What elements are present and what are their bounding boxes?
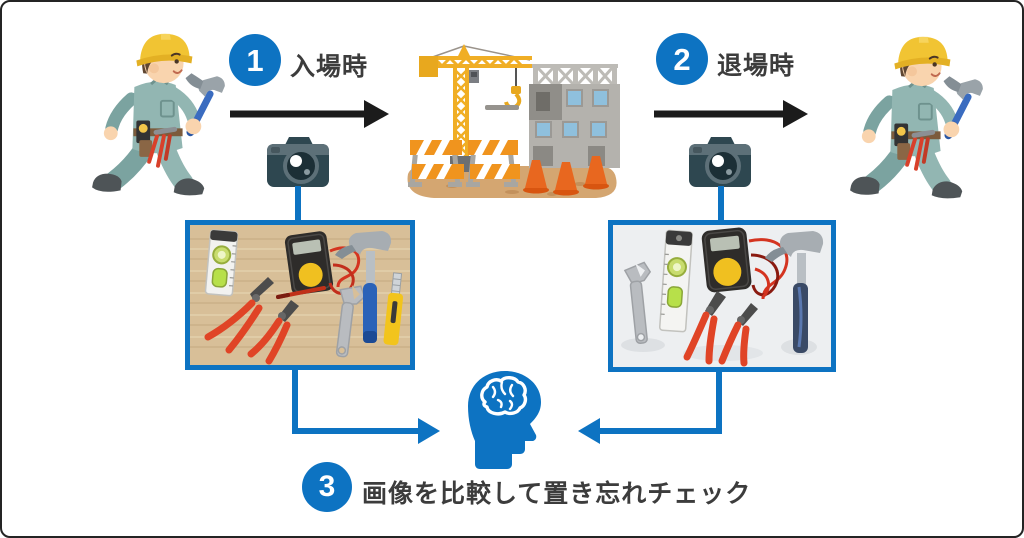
exit-connector-horizontal bbox=[600, 428, 722, 434]
worker-entry-icon bbox=[88, 28, 226, 210]
tools-on-wood-image bbox=[190, 225, 410, 365]
brain-head-icon bbox=[460, 368, 552, 470]
step2-label: 退場時 bbox=[717, 52, 796, 80]
entry-camera-connector bbox=[295, 186, 301, 222]
exit-connector-vertical bbox=[716, 369, 722, 434]
step2-number: 2 bbox=[673, 41, 691, 77]
entry-connector-horizontal bbox=[292, 428, 420, 434]
worker-exit-icon bbox=[846, 31, 984, 213]
construction-site-icon bbox=[402, 24, 622, 204]
step3-label: 画像を比較して置き忘れチェック bbox=[362, 480, 752, 508]
camera-exit-icon bbox=[687, 135, 753, 189]
tools-photo-exit bbox=[608, 220, 836, 372]
step2-badge: 2 bbox=[656, 33, 708, 85]
exit-connector-arrowhead-icon bbox=[578, 418, 600, 444]
entry-arrow-icon bbox=[230, 100, 389, 128]
step1-badge: 1 bbox=[229, 34, 281, 86]
exit-camera-connector bbox=[718, 186, 724, 222]
entry-connector-vertical bbox=[292, 367, 298, 434]
tools-on-white-image bbox=[613, 225, 831, 367]
step3-badge: 3 bbox=[302, 462, 352, 512]
exit-arrow-icon bbox=[654, 100, 808, 128]
step3-number: 3 bbox=[318, 470, 336, 503]
step1-number: 1 bbox=[246, 42, 264, 78]
entry-connector-arrowhead-icon bbox=[418, 418, 440, 444]
camera-entry-icon bbox=[265, 135, 331, 189]
tools-photo-entry bbox=[185, 220, 415, 370]
step1-label: 入場時 bbox=[290, 53, 369, 81]
